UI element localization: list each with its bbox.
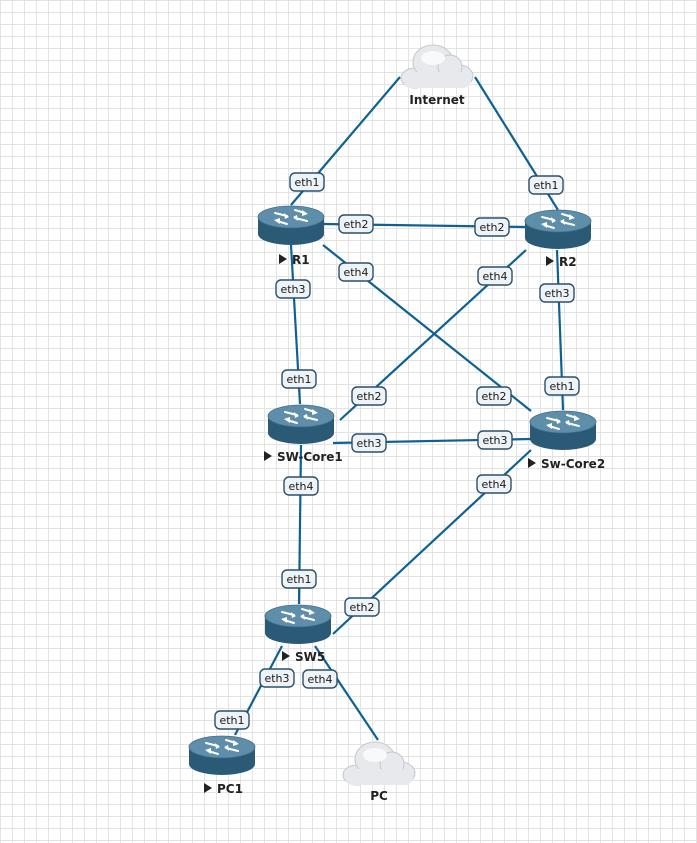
node-label-internet: Internet [409,93,464,107]
port-label[interactable]: eth1 [281,369,317,389]
port-label-text: eth2 [481,390,506,403]
node-label-text: R2 [559,255,577,269]
port-label[interactable]: eth2 [476,386,512,406]
port-label-text: eth1 [533,179,558,192]
port-label[interactable]: eth3 [275,279,311,299]
router-icon[interactable] [529,410,597,450]
router-icon[interactable] [264,604,332,644]
node-label-sw_core1: SW-Core1 [264,450,343,464]
port-label[interactable]: eth1 [544,376,580,396]
port-label-text: eth1 [294,176,319,189]
router-icon[interactable] [257,205,325,245]
node-label-pc: PC [370,789,388,803]
router-icon[interactable] [188,735,256,775]
port-label-text: eth3 [280,283,305,296]
node-label-pc1: PC1 [204,782,243,796]
port-label-text: eth1 [286,573,311,586]
port-label-text: eth2 [356,390,381,403]
port-label-text: eth2 [349,601,374,614]
cloud-icon[interactable] [400,44,474,89]
play-icon[interactable] [279,254,287,264]
node-label-r1: R1 [279,253,310,267]
port-label[interactable]: eth2 [344,597,380,617]
port-label[interactable]: eth4 [477,266,513,286]
node-label-text: Sw-Core2 [541,457,605,471]
port-label[interactable]: eth1 [281,569,317,589]
port-label-text: eth4 [307,673,332,686]
port-label[interactable]: eth4 [302,669,338,689]
node-label-text: Internet [409,93,464,107]
node-label-text: SW-Core1 [277,450,343,464]
node-label-r2: R2 [546,255,577,269]
play-icon[interactable] [264,451,272,461]
port-label[interactable]: eth3 [351,433,387,453]
port-label[interactable]: eth3 [259,668,295,688]
port-label-text: eth2 [343,218,368,231]
port-label-text: eth1 [549,380,574,393]
play-icon[interactable] [546,256,554,266]
ports-layer: eth1 eth1 eth2 eth2 eth3 eth1 eth4 eth2 eth4 eth2… [214,172,580,730]
port-label[interactable]: eth1 [289,172,325,192]
port-label-text: eth4 [481,478,506,491]
port-label-text: eth3 [264,672,289,685]
router-icon[interactable] [524,209,592,249]
port-label-text: eth3 [356,437,381,450]
port-label-text: eth3 [482,434,507,447]
play-icon[interactable] [204,783,212,793]
port-label[interactable]: eth4 [283,476,319,496]
node-label-text: R1 [292,253,310,267]
port-label[interactable]: eth4 [338,262,374,282]
port-label[interactable]: eth3 [539,283,575,303]
port-label-text: eth3 [544,287,569,300]
port-label[interactable]: eth2 [338,214,374,234]
port-label-text: eth4 [482,270,507,283]
port-label-text: eth4 [288,480,313,493]
port-label[interactable]: eth2 [351,386,387,406]
router-icon[interactable] [267,404,335,444]
port-label[interactable]: eth2 [474,217,510,237]
link-sw5-pc[interactable] [314,645,379,741]
port-label-text: eth2 [479,221,504,234]
node-label-sw_core2: Sw-Core2 [528,457,605,471]
port-label[interactable]: eth1 [214,710,250,730]
port-label-text: eth4 [343,266,368,279]
node-label-text: PC [370,789,388,803]
port-label[interactable]: eth4 [476,474,512,494]
play-icon[interactable] [282,651,290,661]
node-label-text: PC1 [217,782,243,796]
node-label-sw5: SW5 [282,650,325,664]
port-label[interactable]: eth1 [528,175,564,195]
node-label-text: SW5 [295,650,325,664]
port-label[interactable]: eth3 [477,430,513,450]
cloud-icon[interactable] [342,741,416,786]
port-label-text: eth1 [286,373,311,386]
play-icon[interactable] [528,458,536,468]
port-label-text: eth1 [219,714,244,727]
